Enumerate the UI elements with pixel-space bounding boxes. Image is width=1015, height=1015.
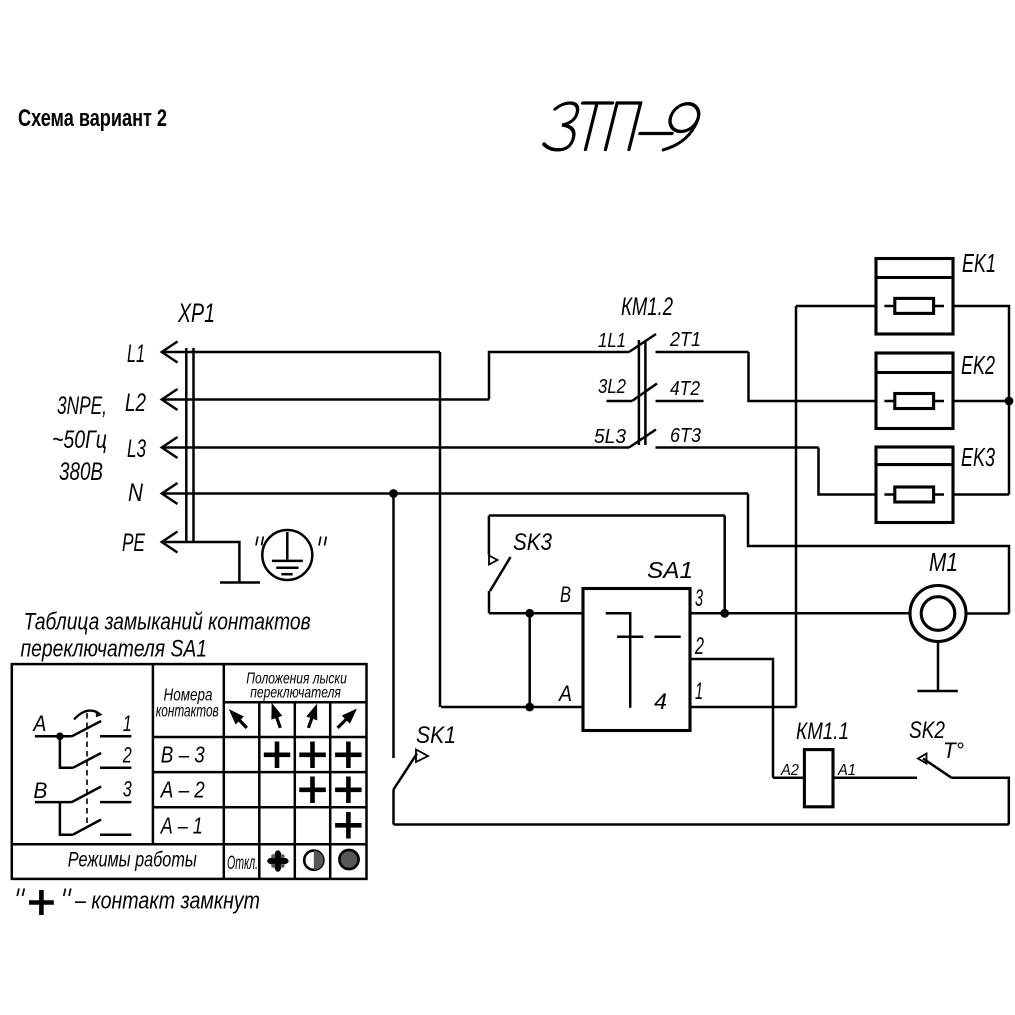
svg-text:A: A — [557, 681, 572, 706]
svg-text:L1: L1 — [127, 340, 145, 368]
svg-text:L2: L2 — [125, 389, 146, 417]
svg-text:3: 3 — [695, 585, 703, 612]
svg-text:Положения лыски: Положения лыски — [246, 671, 347, 688]
svg-text:T°: T° — [943, 738, 964, 763]
svg-text:2T1: 2T1 — [669, 329, 701, 351]
svg-text:2: 2 — [122, 743, 132, 768]
svg-text:A1: A1 — [837, 762, 856, 779]
svg-text:M1: M1 — [929, 547, 958, 577]
svg-text:4: 4 — [654, 689, 667, 714]
svg-text:XP1: XP1 — [177, 298, 215, 328]
svg-text:2: 2 — [694, 633, 704, 660]
svg-text:В – 3: В – 3 — [161, 742, 205, 768]
svg-text:SA1: SA1 — [647, 557, 693, 583]
svg-text:А – 1: А – 1 — [159, 813, 203, 839]
svg-text:переключателя: переключателя — [250, 685, 341, 702]
svg-text:Таблица замыканий контактов: Таблица замыканий контактов — [24, 609, 311, 636]
svg-text:Откл.: Откл. — [227, 853, 258, 874]
svg-text:переключателя SA1: переключателя SA1 — [21, 636, 208, 663]
svg-text:A: A — [32, 711, 47, 736]
svg-text:B: B — [560, 582, 571, 607]
svg-text:КМ1.2: КМ1.2 — [621, 293, 673, 321]
svg-text:Схема вариант 2: Схема вариант 2 — [18, 105, 167, 132]
svg-text:B: B — [33, 778, 47, 803]
svg-text:SK3: SK3 — [513, 529, 553, 556]
svg-text:1: 1 — [695, 678, 703, 705]
svg-text:1: 1 — [123, 711, 132, 736]
svg-text:Режимы работы: Режимы работы — [68, 849, 197, 872]
svg-text:EK1: EK1 — [962, 248, 996, 278]
svg-text:L3: L3 — [127, 435, 146, 463]
svg-text:3: 3 — [123, 777, 133, 802]
svg-text:– контакт замкнут: – контакт замкнут — [74, 888, 260, 915]
svg-text:EK2: EK2 — [961, 350, 995, 380]
svg-text:контактов: контактов — [156, 701, 219, 721]
svg-text:SK1: SK1 — [416, 722, 456, 749]
svg-text:N: N — [128, 479, 144, 507]
svg-text:А – 2: А – 2 — [159, 777, 205, 803]
svg-text:Номера: Номера — [164, 685, 213, 705]
svg-text:SK2: SK2 — [909, 717, 945, 744]
svg-text:КМ1.1: КМ1.1 — [796, 718, 849, 745]
svg-text:3NPE,: 3NPE, — [57, 392, 107, 420]
svg-text:4T2: 4T2 — [670, 378, 700, 400]
svg-text:PE: PE — [122, 529, 145, 557]
svg-text:6T3: 6T3 — [670, 425, 701, 447]
svg-text:EK3: EK3 — [961, 442, 995, 472]
svg-text:~50Гц: ~50Гц — [52, 426, 107, 454]
svg-text:3L2: 3L2 — [598, 376, 626, 398]
svg-text:A2: A2 — [780, 762, 799, 779]
svg-text:5L3: 5L3 — [594, 426, 626, 448]
svg-text:380В: 380В — [59, 458, 103, 486]
svg-text:1L1: 1L1 — [598, 330, 626, 352]
